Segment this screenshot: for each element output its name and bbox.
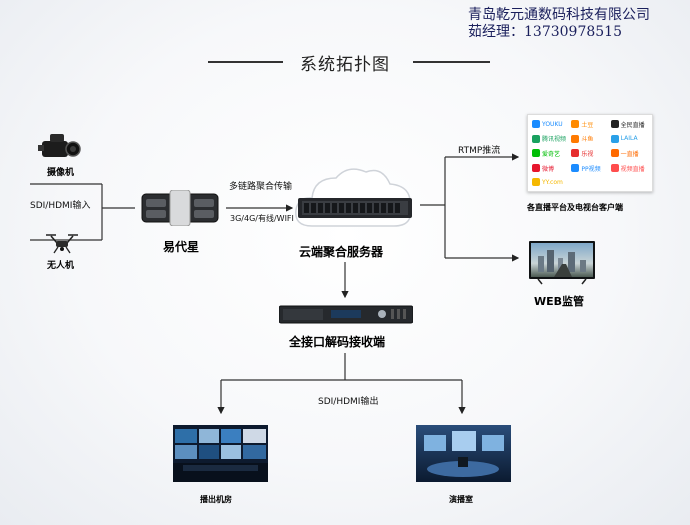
camera-label: 摄像机 (47, 168, 75, 178)
platform-logo-icon (571, 120, 580, 129)
platform-logo-name: 一直播 (620, 150, 639, 158)
decoder-device-icon (279, 305, 413, 324)
platform-logo-icon (571, 164, 580, 173)
platform-logo-icon (532, 178, 540, 187)
platform-logo-name: 土豆 (581, 121, 594, 129)
platform-logo-icon (610, 134, 619, 143)
output-label: SDI/HDMI输出 (318, 397, 379, 407)
company-contact: 茹经理：13730978515 (468, 24, 622, 40)
platform-logo: 全民直播 (610, 119, 648, 130)
platform-logo-icon (532, 164, 540, 173)
platform-logo: 斗鱼 (571, 134, 608, 145)
platform-logo-name: 斗鱼 (581, 136, 594, 144)
page-title: 系统拓扑图 (300, 55, 390, 75)
drone-label: 无人机 (47, 261, 75, 271)
platform-logo-name: 视频直播 (620, 165, 645, 173)
platform-logo: 乐视 (571, 148, 608, 159)
platform-logo-name: 腾讯视频 (542, 136, 567, 144)
platform-logo-icon (610, 120, 619, 129)
broadcast-room-label: 播出机房 (200, 495, 232, 504)
aggregation-label: 多链路聚合传输 (229, 182, 293, 192)
platform-logo-icon (571, 149, 580, 158)
server-label: 云端聚合服务器 (299, 245, 384, 259)
platform-logo-icon (571, 134, 580, 143)
web-monitor-icon (529, 241, 595, 285)
platform-logo-icon (610, 164, 619, 173)
platform-logo-icon (610, 149, 619, 158)
studio-label: 演播室 (449, 495, 473, 504)
platform-logo-name: 全民直播 (620, 121, 645, 129)
device-label: 易代星 (163, 240, 200, 254)
platform-logo: 腾讯视频 (532, 134, 569, 145)
decoder-label: 全接口解码接收端 (289, 335, 386, 349)
platforms-panel: YOUKU 土豆 全民直播腾讯视频 斗鱼 LAILA 爱奇艺 乐视 一直播微博 PP视频 视频直播… (527, 114, 653, 192)
web-label: WEB监管 (534, 295, 585, 308)
encoder-device-icon (141, 190, 219, 226)
platform-logo-name: 爱奇艺 (542, 150, 561, 158)
company-name: 青岛乾元通数码科技有限公司 (468, 7, 650, 23)
rtmp-label: RTMP推流 (458, 146, 501, 156)
platforms-label: 各直播平台及电视台客户端 (527, 203, 623, 212)
platform-logo: LAILA (610, 134, 648, 145)
input-label: SDI/HDMI输入 (30, 201, 91, 211)
networks-label: 3G/4G/有线/WIFI (230, 214, 294, 223)
company-header: 青岛乾元通数码科技有限公司 茹经理：13730978515 (468, 7, 650, 41)
video-camera-icon (38, 134, 81, 157)
platform-logo-icon (532, 149, 540, 158)
broadcast-room-image (173, 425, 268, 482)
platform-logo: 一直播 (610, 148, 648, 159)
platform-logo: YY.com (532, 177, 569, 187)
platform-logo: PP视频 (571, 163, 608, 174)
platform-logo-name: LAILA (620, 135, 638, 143)
platform-logo-name: PP视频 (581, 165, 601, 173)
studio-image (416, 425, 511, 482)
platform-logo: 微博 (532, 163, 569, 174)
drone-icon (46, 234, 78, 254)
platform-logo-name: 微博 (542, 165, 555, 173)
platform-logo: 土豆 (571, 119, 608, 130)
platform-logo-icon (532, 120, 540, 129)
platform-logo-name: 乐视 (581, 150, 594, 158)
platform-logo: 爱奇艺 (532, 148, 569, 159)
platform-logo-icon (532, 134, 540, 143)
platform-logo-name: YOUKU (542, 120, 563, 128)
platform-logo: YOUKU (532, 119, 569, 130)
platform-logo-name: YY.com (542, 178, 563, 186)
platform-logo: 视频直播 (610, 163, 648, 174)
cloud-server-icon (295, 168, 412, 227)
